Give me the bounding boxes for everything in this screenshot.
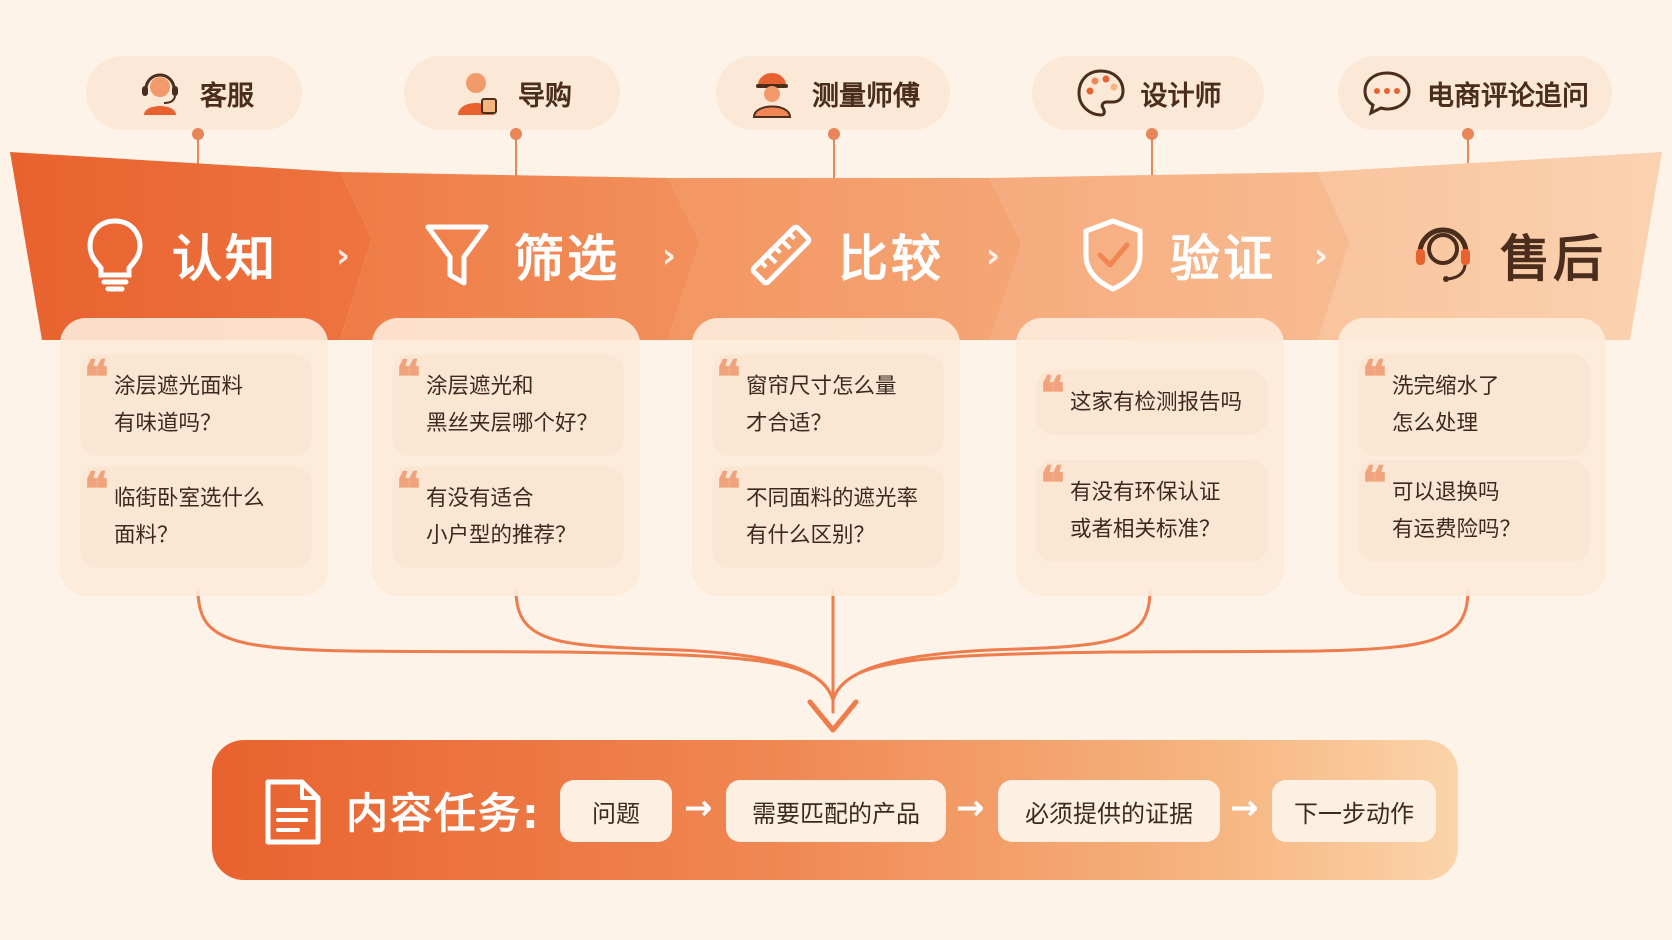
question-card: ❝不同面料的遮光率 有什么区别？ — [712, 466, 944, 568]
chevron-right-icon: › — [662, 236, 677, 276]
pin-line — [833, 134, 835, 180]
chevron-right-icon: › — [336, 236, 351, 276]
quote-icon: ❝ — [1362, 456, 1387, 510]
quote-icon: ❝ — [1362, 350, 1387, 404]
shield-check-icon — [1080, 217, 1146, 293]
question-card: ❝有没有适合 小户型的推荐？ — [392, 466, 624, 568]
connector-line-5 — [831, 588, 1470, 702]
question-text: 有没有环保认证 或者相关标准？ — [1070, 480, 1221, 542]
question-card: ❝这家有检测报告吗 — [1036, 370, 1268, 435]
role-label: 电商评论追问 — [1427, 80, 1589, 112]
task-step-label: 需要匹配的产品 — [752, 799, 920, 828]
pin-line — [1151, 134, 1153, 180]
stage-screening: 筛选 — [424, 200, 620, 310]
question-text: 这家有检测报告吗 — [1070, 390, 1243, 415]
task-step-chip: 需要匹配的产品 — [726, 780, 946, 842]
quote-icon: ❝ — [716, 350, 741, 404]
chevron-stage-1 — [10, 152, 372, 340]
question-text: 洗完缩水了 怎么处理 — [1392, 374, 1500, 436]
role-shopping-guide: 导购 — [404, 56, 620, 130]
stage-title: 筛选 — [514, 230, 620, 288]
stage-verification: 验证 — [1080, 200, 1276, 310]
headset-icon — [1410, 217, 1476, 293]
question-card: ❝临街卧室选什么 面料？ — [80, 466, 312, 568]
role-label: 测量师傅 — [812, 80, 920, 112]
task-step-chip: 必须提供的证据 — [998, 780, 1220, 842]
pin-line — [197, 134, 199, 164]
stage-title: 认知 — [172, 230, 278, 288]
question-card: ❝可以退换吗 有运费险吗？ — [1358, 460, 1590, 562]
connector-line-2 — [514, 588, 835, 702]
arrow-right-icon: → — [684, 788, 713, 828]
quote-icon: ❝ — [1040, 366, 1065, 420]
arrow-right-icon: → — [956, 788, 985, 828]
question-text: 窗帘尺寸怎么量 才合适？ — [746, 374, 897, 436]
task-step-label: 必须提供的证据 — [1025, 799, 1193, 828]
stage-chevron-band — [10, 152, 1662, 340]
quote-icon: ❝ — [396, 350, 421, 404]
task-step-label: 下一步动作 — [1294, 799, 1414, 828]
stage-title: 比较 — [838, 230, 944, 288]
stage-title: 售后 — [1500, 230, 1606, 288]
task-title: 内容任务: — [346, 789, 541, 838]
question-text: 可以退换吗 有运费险吗？ — [1392, 480, 1522, 542]
chevron-right-icon: › — [986, 236, 1001, 276]
stage-title: 验证 — [1170, 230, 1276, 288]
stage-after-sales: 售后 — [1410, 200, 1606, 310]
quote-icon: ❝ — [1040, 456, 1065, 510]
question-card: ❝涂层遮光和 黑丝夹层哪个好？ — [392, 354, 624, 456]
connector-line-1 — [196, 588, 835, 702]
quote-icon: ❝ — [84, 462, 109, 516]
palette-icon — [1075, 67, 1127, 119]
role-label: 设计师 — [1140, 80, 1222, 112]
document-icon — [265, 779, 321, 845]
chevron-stage-3 — [668, 178, 1022, 340]
question-text: 涂层遮光面料 有味道吗？ — [114, 374, 244, 436]
stage-awareness: 认知 — [82, 200, 278, 310]
task-step-label: 问题 — [592, 799, 640, 828]
question-text: 不同面料的遮光率 有什么区别？ — [746, 486, 919, 548]
question-text: 涂层遮光和 黑丝夹层哪个好？ — [426, 374, 599, 436]
chevron-stage-2 — [340, 172, 700, 340]
role-label: 客服 — [200, 80, 254, 112]
question-text: 有没有适合 小户型的推荐？ — [426, 486, 577, 548]
question-text: 临街卧室选什么 面料？ — [114, 486, 265, 548]
funnel-icon — [424, 217, 490, 293]
role-label: 导购 — [518, 80, 572, 112]
ruler-icon — [748, 217, 814, 293]
connector-line-4 — [831, 588, 1152, 702]
chevron-right-icon: › — [1314, 236, 1329, 276]
chevron-stage-5 — [1318, 152, 1662, 340]
lightbulb-icon — [82, 217, 148, 293]
quote-icon: ❝ — [716, 462, 741, 516]
quote-icon: ❝ — [84, 350, 109, 404]
task-step-chip: 下一步动作 — [1272, 780, 1436, 842]
stage-comparison: 比较 — [748, 200, 944, 310]
chevron-stage-4 — [990, 172, 1350, 340]
role-designer: 设计师 — [1032, 56, 1264, 130]
task-step-chip: 问题 — [560, 780, 672, 842]
question-card: ❝有没有环保认证 或者相关标准？ — [1036, 460, 1268, 562]
shopping-guide-person-icon — [452, 67, 504, 119]
pin-line — [515, 134, 517, 180]
role-measurer: 测量师傅 — [716, 56, 950, 130]
arrow-right-icon: → — [1230, 788, 1259, 828]
role-customer-service: 客服 — [86, 56, 302, 130]
pin-line — [1467, 134, 1469, 164]
worker-hardhat-icon — [746, 67, 798, 119]
customer-service-headset-icon — [134, 67, 186, 119]
quote-icon: ❝ — [396, 462, 421, 516]
down-arrow-head — [807, 699, 859, 733]
question-card: ❝洗完缩水了 怎么处理 — [1358, 354, 1590, 456]
question-card: ❝涂层遮光面料 有味道吗？ — [80, 354, 312, 456]
chat-bubble-icon — [1361, 67, 1413, 119]
question-card: ❝窗帘尺寸怎么量 才合适？ — [712, 354, 944, 456]
role-ecommerce-review: 电商评论追问 — [1338, 56, 1612, 130]
